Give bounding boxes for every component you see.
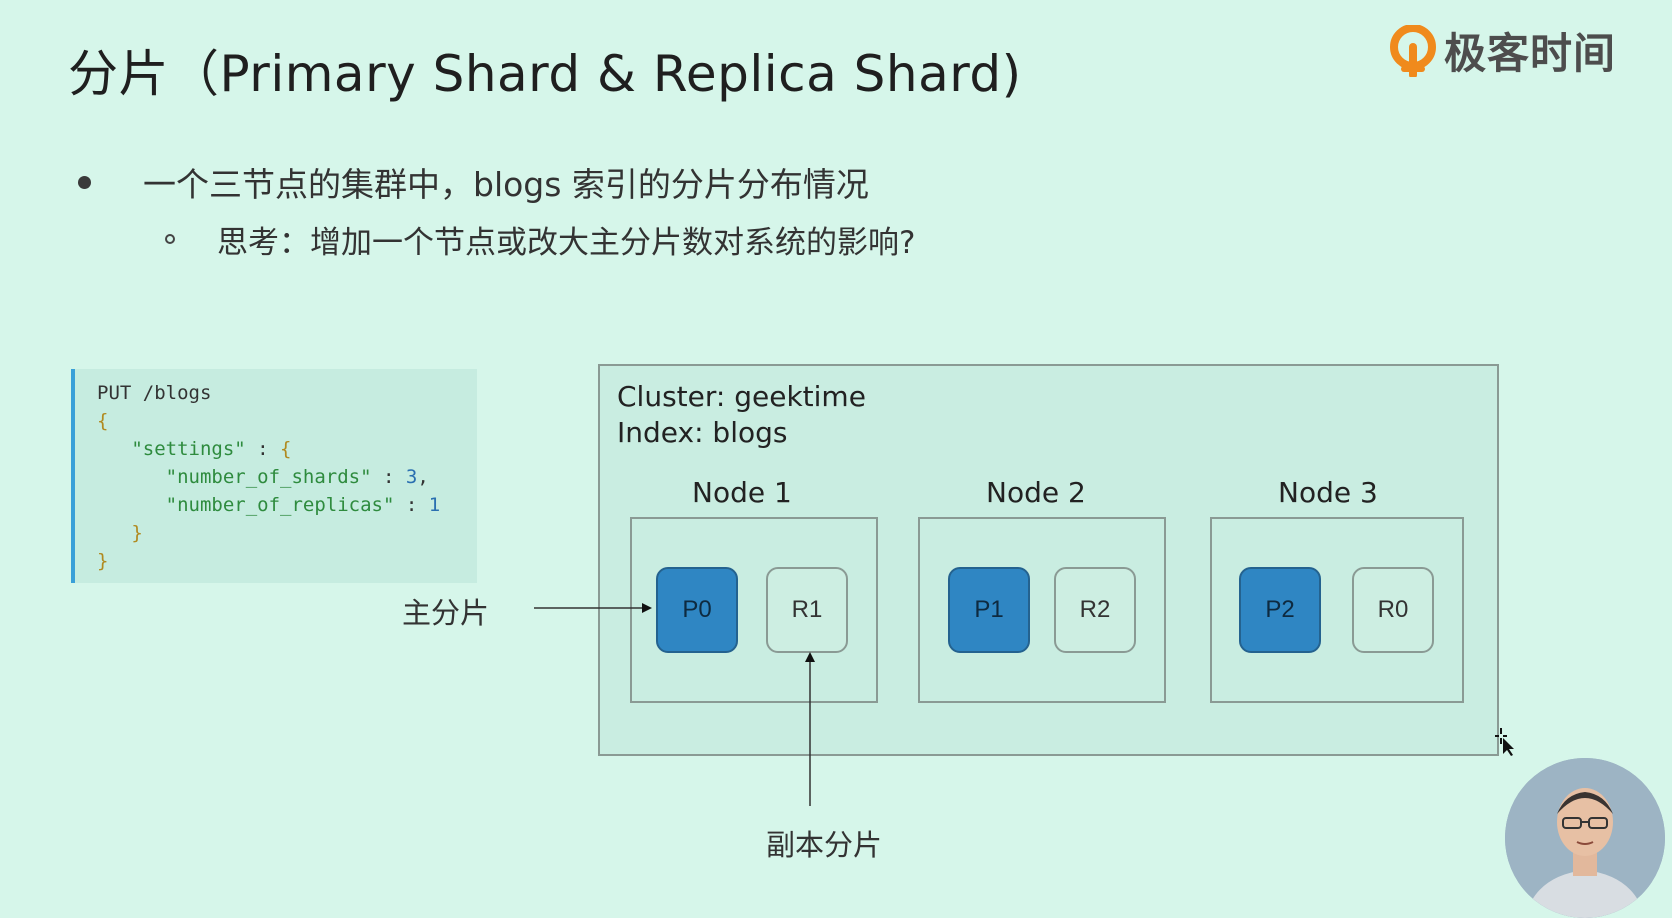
shard-p0: P0 xyxy=(656,567,738,653)
code-line-4: "number_of_shards" : 3, xyxy=(97,463,477,491)
logo-text: 极客时间 xyxy=(1444,29,1617,78)
code-line-6: } xyxy=(97,519,477,547)
cluster-box: Cluster: geektime Index: blogs Node 1 No… xyxy=(598,364,1499,756)
code-shards-key: "number_of_shards" xyxy=(165,466,372,488)
shard-r2: R2 xyxy=(1054,567,1136,653)
code-open-brace: { xyxy=(97,410,109,432)
node-1-label: Node 1 xyxy=(692,476,792,509)
shard-r0: R0 xyxy=(1352,567,1434,653)
index-label: Index: blogs xyxy=(617,416,788,449)
bullet-text-level2: 思考：增加一个节点或改大主分片数对系统的影响? xyxy=(217,224,916,261)
code-colon: : xyxy=(371,466,406,488)
node-1-box: P0 R1 xyxy=(630,517,878,703)
slide-title: 分片（Primary Shard & Replica Shard) xyxy=(68,45,1022,103)
shard-p2: P2 xyxy=(1239,567,1321,653)
code-replicas-value: 1 xyxy=(428,494,441,516)
code-method: PUT xyxy=(97,382,132,404)
bullet-item-level1: 一个三节点的集群中，blogs 索引的分片分布情况 xyxy=(70,156,915,208)
presenter-icon xyxy=(1505,758,1665,918)
replica-shard-label: 副本分片 xyxy=(766,828,883,862)
code-line-7: } xyxy=(97,547,477,575)
bullet-list: 一个三节点的集群中，blogs 索引的分片分布情况 思考：增加一个节点或改大主分… xyxy=(70,156,915,262)
code-shards-value: 3 xyxy=(405,466,418,488)
code-replicas-key: "number_of_replicas" xyxy=(165,494,395,516)
presenter-video-avatar xyxy=(1505,758,1665,918)
annotation-arrows xyxy=(534,603,815,806)
code-inner-close: } xyxy=(131,522,143,544)
node-2-label: Node 2 xyxy=(986,476,1086,509)
bullet-text-level1: 一个三节点的集群中，blogs 索引的分片分布情况 xyxy=(143,165,869,204)
bullet-dot-icon xyxy=(78,175,91,189)
code-path: /blogs xyxy=(142,382,212,404)
code-block: PUT /blogs { "settings" : { "number_of_s… xyxy=(71,369,477,583)
node-3-label: Node 3 xyxy=(1278,476,1378,509)
geektime-logo-icon xyxy=(1390,24,1436,77)
code-settings-key: "settings" xyxy=(131,438,246,460)
code-line-1: PUT /blogs xyxy=(97,379,477,407)
code-comma: , xyxy=(417,466,429,488)
code-outer-close: } xyxy=(97,550,109,572)
node-2-box: P1 R2 xyxy=(918,517,1166,703)
cluster-label: Cluster: geektime xyxy=(617,380,866,413)
code-line-3: "settings" : { xyxy=(97,435,477,463)
code-settings-brace: { xyxy=(280,438,292,460)
code-line-2: { xyxy=(97,407,477,435)
geektime-logo: 极客时间 xyxy=(1390,20,1616,81)
bullet-ring-icon xyxy=(165,234,175,244)
code-colon: : xyxy=(394,494,429,516)
primary-shard-label: 主分片 xyxy=(402,596,490,630)
code-line-5: "number_of_replicas" : 1 xyxy=(97,491,477,519)
mouse-cursor-icon xyxy=(1495,728,1514,756)
code-colon: : xyxy=(245,438,281,460)
node-3-box: P2 R0 xyxy=(1210,517,1464,703)
bullet-item-level2: 思考：增加一个节点或改大主分片数对系统的影响? xyxy=(165,216,915,262)
shard-p1: P1 xyxy=(948,567,1030,653)
